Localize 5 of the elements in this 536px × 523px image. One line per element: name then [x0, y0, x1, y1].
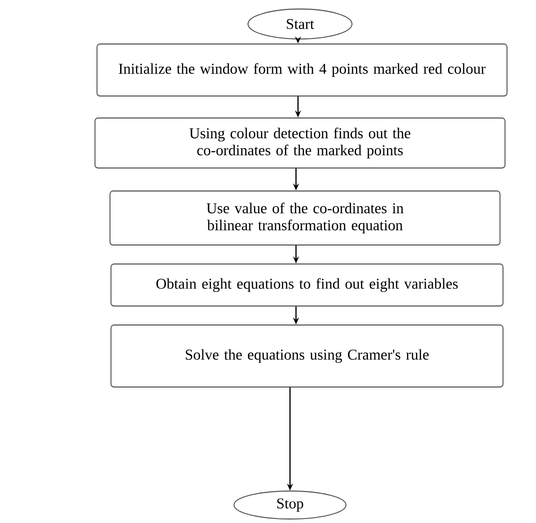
- process-box: Initialize the window form with 4 points marked red colour: [96, 44, 508, 96]
- process-box: Solve the equations using Cramer's rule: [110, 324, 504, 388]
- process-box: Obtain eight equations to find out eight variables: [110, 264, 504, 306]
- process-box: Using colour detection finds out the co-ordinates of the marked points: [94, 118, 506, 168]
- process-box: Use value of the co-ordinates in bilinear transformation equation: [110, 190, 500, 246]
